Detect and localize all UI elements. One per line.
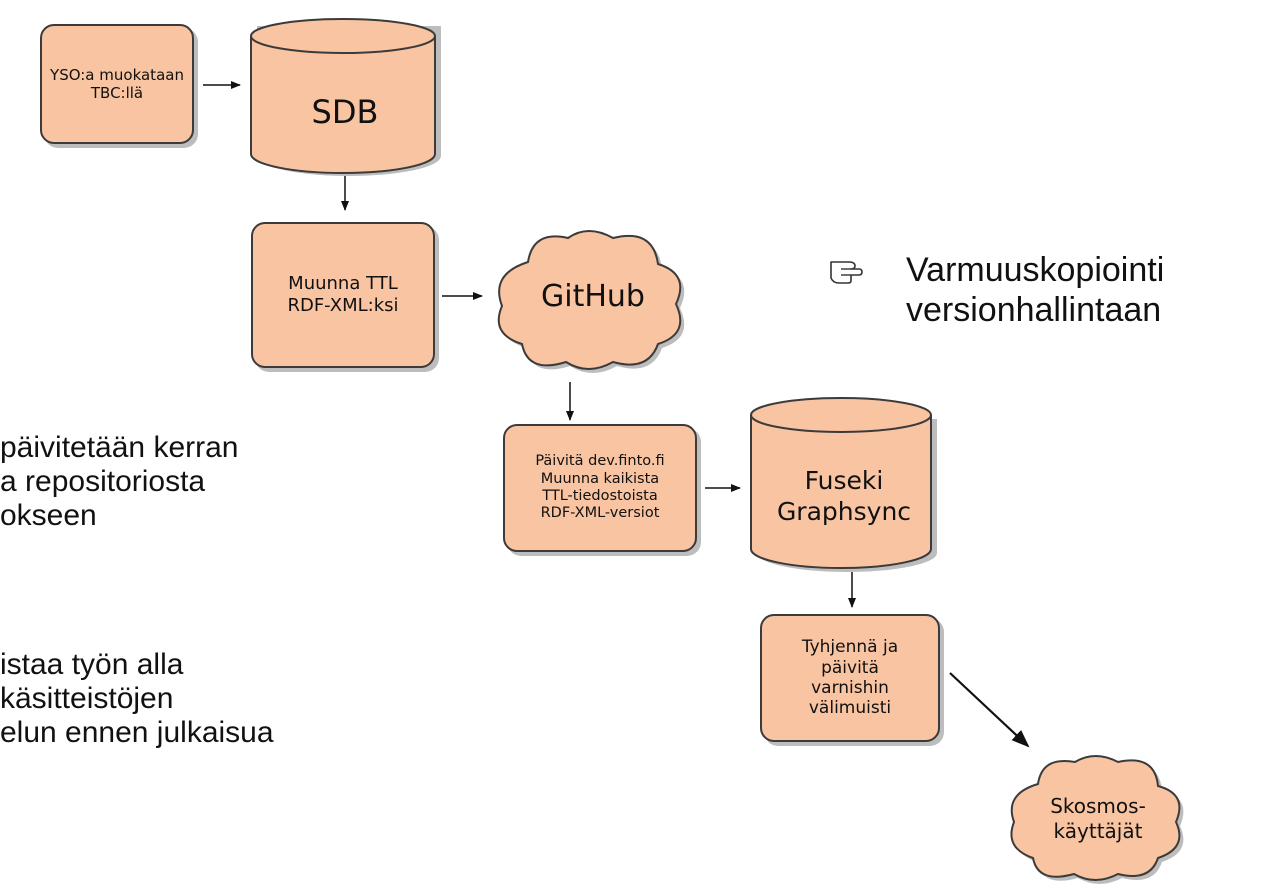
update-dev-label: Päivitä dev.finto.fi Muunna kaikista TTL… (535, 453, 665, 522)
varnish-cache-label: Tyhjennä ja päivitä varnishin välimuisti (801, 637, 899, 719)
tbc-edit-box: YSO:a muokataan TBC:llä (40, 24, 194, 144)
left-note-preview: istaa työn alla käsitteistöjen elun enne… (0, 648, 274, 749)
github-label: GitHub (541, 279, 645, 314)
convert-ttl-label: Muunna TTL RDF-XML:ksi (287, 273, 399, 316)
fuseki-database: Fuseki Graphsync (748, 395, 940, 573)
tbc-edit-label: YSO:a muokataan TBC:llä (50, 66, 184, 102)
sdb-database: SDB (248, 18, 442, 176)
arrow-varnish-to-skosmos (949, 672, 1030, 748)
fuseki-label: Fuseki Graphsync (776, 466, 912, 527)
database-cylinder-icon (250, 18, 441, 176)
left-note-update-cycle: päivitetään kerran a repositoriosta okse… (0, 431, 239, 532)
github-cloud: GitHub (488, 222, 698, 380)
skosmos-users-cloud: Skosmos- käyttäjät (1000, 748, 1196, 888)
pointing-hand-icon (830, 261, 863, 284)
sdb-label: SDB (311, 93, 379, 131)
update-dev-box: Päivitä dev.finto.fi Muunna kaikista TTL… (503, 424, 697, 552)
cloud-icon (497, 230, 685, 373)
database-cylinder-icon (750, 397, 937, 572)
convert-ttl-box: Muunna TTL RDF-XML:ksi (251, 222, 435, 368)
varnish-cache-box: Tyhjennä ja päivitä varnishin välimuisti (760, 614, 940, 742)
cloud-icon (1010, 755, 1184, 884)
skosmos-users-label: Skosmos- käyttäjät (1050, 794, 1146, 843)
backup-note: Varmuuskopiointi versionhallintaan (906, 251, 1165, 329)
